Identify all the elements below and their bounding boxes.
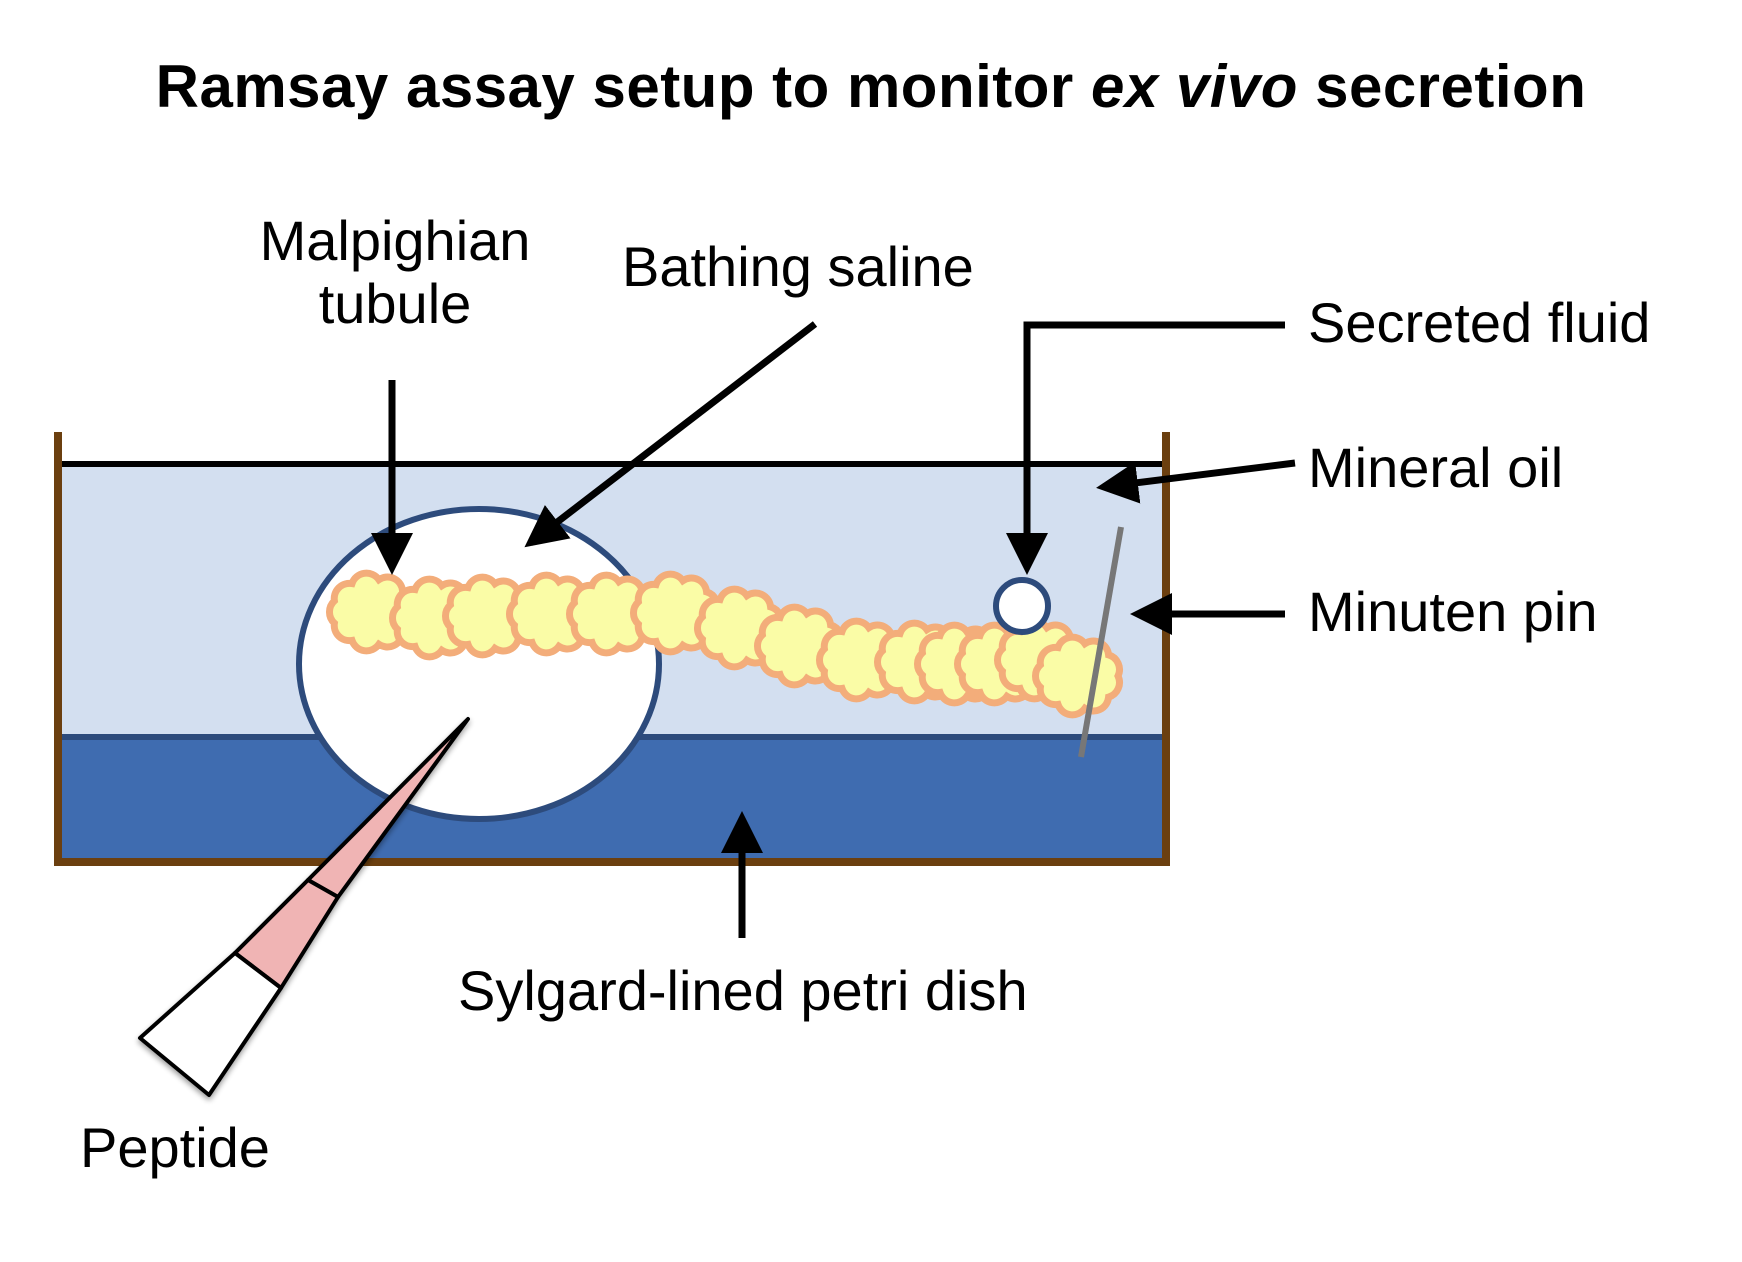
tubule-cell-cluster xyxy=(441,573,533,659)
title-prefix: Ramsay assay setup to monitor xyxy=(155,53,1091,120)
arrow-secreted-fluid xyxy=(1006,321,1285,575)
pipette-base xyxy=(138,951,283,1097)
label-mineral-oil: Mineral oil xyxy=(1308,436,1564,499)
malpighian-tubule xyxy=(325,569,1123,719)
bathing-saline-drop xyxy=(296,506,662,822)
petri-dish-wall xyxy=(54,432,1170,866)
secreted-fluid-droplet xyxy=(993,577,1051,635)
arrow-mineral-oil xyxy=(1096,459,1296,504)
label-malpighian-line1: Malpighian xyxy=(259,209,531,272)
pipette xyxy=(138,717,470,1097)
label-malpighian-line2: tubule xyxy=(318,271,472,335)
arrow-bathing-saline xyxy=(524,321,818,548)
tubule-cell-cluster xyxy=(1031,633,1123,719)
label-sylgard-dish: Sylgard-lined petri dish xyxy=(458,959,1028,1022)
label-bathing-saline: Bathing saline xyxy=(622,235,974,298)
minuten-pin xyxy=(1078,526,1124,758)
diagram-title: Ramsay assay setup to monitor ex vivo se… xyxy=(0,52,1742,121)
label-secreted-fluid: Secreted fluid xyxy=(1308,291,1651,354)
label-minuten-pin: Minuten pin xyxy=(1308,580,1598,643)
tubule-cell-cluster xyxy=(325,569,417,655)
title-suffix: secretion xyxy=(1297,53,1587,120)
label-malpighian-tubule: Malpighian tubule xyxy=(215,209,575,335)
tubule-cell-cluster xyxy=(565,571,657,657)
label-peptide: Peptide xyxy=(80,1116,270,1179)
title-italic: ex vivo xyxy=(1090,53,1298,120)
